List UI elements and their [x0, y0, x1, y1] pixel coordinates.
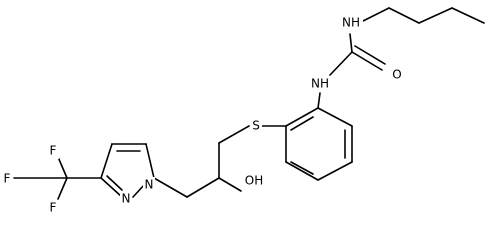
structure-diagram: NH O NH S OH N N F F F — [1, 7, 485, 216]
bond — [451, 7, 485, 24]
bond — [218, 177, 242, 192]
bond — [317, 161, 353, 181]
atom-label-f3: F — [50, 201, 57, 215]
atom-labels: NH O NH S OH N N F F F — [1, 15, 403, 216]
atom-label-s: S — [252, 119, 260, 133]
butyl-chain — [360, 7, 485, 24]
bond — [360, 7, 390, 23]
urea-group — [329, 33, 386, 76]
benzene-ring — [285, 107, 353, 181]
bond — [285, 161, 319, 181]
bond — [388, 7, 420, 24]
bond — [349, 33, 353, 53]
bond — [57, 177, 68, 200]
bond — [317, 107, 353, 127]
bond — [290, 161, 314, 175]
bond — [329, 51, 353, 76]
atom-label-f1: F — [50, 144, 57, 158]
bond — [351, 51, 383, 71]
bond — [145, 143, 155, 179]
bond — [218, 125, 250, 144]
bond — [106, 175, 123, 191]
bond — [100, 143, 113, 179]
atom-label-f2: F — [4, 172, 11, 186]
bond — [285, 107, 319, 127]
atom-label-o: O — [392, 68, 401, 82]
thioether-linker — [153, 125, 287, 198]
bond — [354, 45, 386, 65]
bond — [317, 92, 321, 109]
bond — [290, 116, 314, 131]
bond — [153, 177, 188, 198]
atom-label-nh-top: NH — [342, 16, 360, 30]
atom-label-n2: N — [122, 192, 131, 206]
atom-label-n1: N — [145, 178, 154, 192]
atom-label-oh: OH — [245, 174, 263, 188]
molecule-svg: NH O NH S OH N N F F F — [1, 7, 485, 216]
bond — [418, 7, 453, 24]
atom-label-nh-aryl: NH — [311, 77, 329, 91]
bond — [100, 177, 123, 198]
trifluoromethyl-group — [13, 156, 102, 200]
bond — [186, 177, 220, 198]
bond — [57, 156, 68, 179]
